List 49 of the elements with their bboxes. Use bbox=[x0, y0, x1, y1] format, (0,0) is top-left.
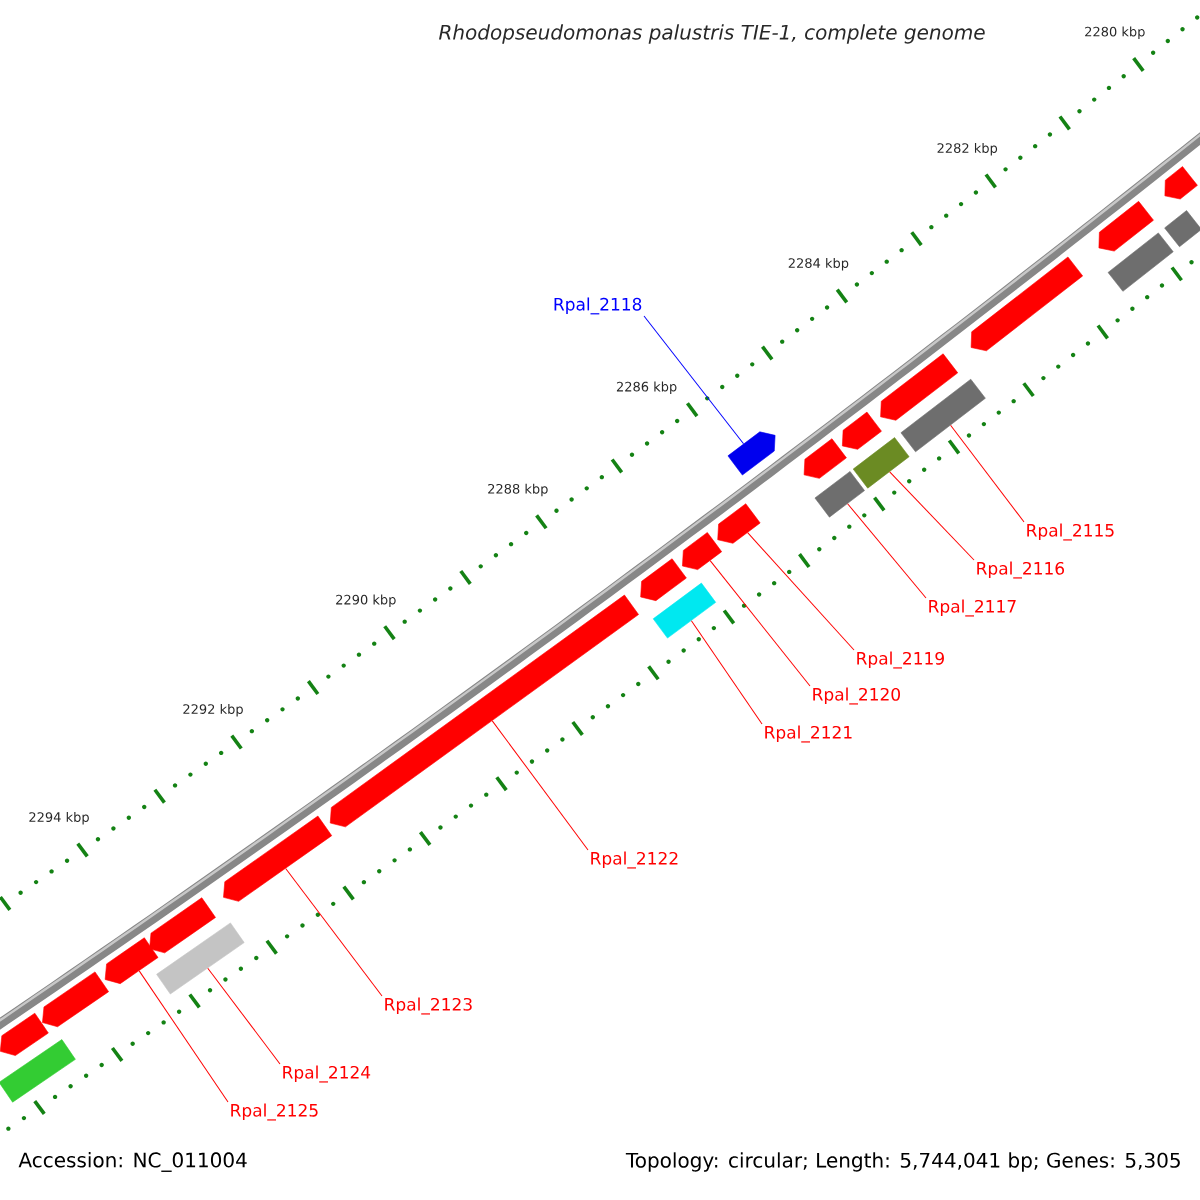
gene-segment bbox=[652, 582, 716, 639]
gene-feature bbox=[682, 532, 722, 570]
gene-segment bbox=[900, 378, 986, 453]
gene-feature bbox=[1098, 201, 1154, 252]
footer-text: Topology: circular; Length: 5,744,041 bp; Genes: 5,305 bbox=[625, 1152, 1180, 1172]
leader-line bbox=[690, 620, 763, 725]
leader-line bbox=[889, 471, 975, 561]
gene-feature bbox=[880, 353, 959, 421]
gene-feature bbox=[842, 411, 882, 450]
gene-label: Rpal_2125 bbox=[231, 1103, 318, 1121]
footer-text: Accession: NC_011004 bbox=[18, 1152, 247, 1172]
leader-line bbox=[207, 967, 281, 1065]
leader-line bbox=[138, 970, 229, 1103]
leader-line bbox=[747, 532, 855, 651]
leader-line bbox=[491, 720, 589, 851]
gene-feature bbox=[223, 815, 333, 902]
gene-feature bbox=[0, 1012, 49, 1056]
gene-label: Rpal_2120 bbox=[813, 687, 900, 705]
gene-feature bbox=[803, 438, 847, 479]
gene-feature bbox=[970, 256, 1083, 352]
gene-segment bbox=[1164, 210, 1200, 248]
gene-feature bbox=[717, 503, 761, 544]
gene-segment bbox=[0, 1039, 76, 1103]
gene-feature bbox=[727, 431, 776, 476]
gene-label: Rpal_2117 bbox=[929, 599, 1016, 617]
gene-segment bbox=[1107, 232, 1174, 292]
gene-feature bbox=[329, 594, 639, 828]
leader-line bbox=[847, 503, 927, 599]
gene-label: Rpal_2119 bbox=[857, 651, 944, 669]
leader-line bbox=[643, 315, 745, 445]
gene-feature bbox=[149, 897, 216, 954]
gene-label: Rpal_2115 bbox=[1027, 523, 1114, 541]
gene-segment bbox=[852, 437, 910, 489]
gene-label: Rpal_2116 bbox=[977, 561, 1065, 579]
gene-feature bbox=[104, 937, 159, 984]
gene-feature bbox=[640, 558, 687, 601]
leader-line bbox=[709, 560, 811, 687]
gene-label: Rpal_2121 bbox=[765, 725, 852, 743]
gene-label: Rpal_2122 bbox=[591, 851, 678, 869]
title: Rhodopseudomonas palustris TIE-1, complete genome bbox=[439, 24, 985, 44]
gene-feature bbox=[42, 971, 109, 1028]
gene-feature bbox=[1164, 166, 1198, 200]
leader-line bbox=[285, 868, 383, 997]
gene-label: Rpal_2118 bbox=[554, 297, 642, 315]
gene-segment bbox=[814, 471, 865, 518]
leader-line bbox=[950, 424, 1025, 523]
gene-segment bbox=[156, 922, 245, 995]
gene-label: Rpal_2124 bbox=[283, 1065, 371, 1083]
gene-label: Rpal_2123 bbox=[385, 997, 472, 1015]
